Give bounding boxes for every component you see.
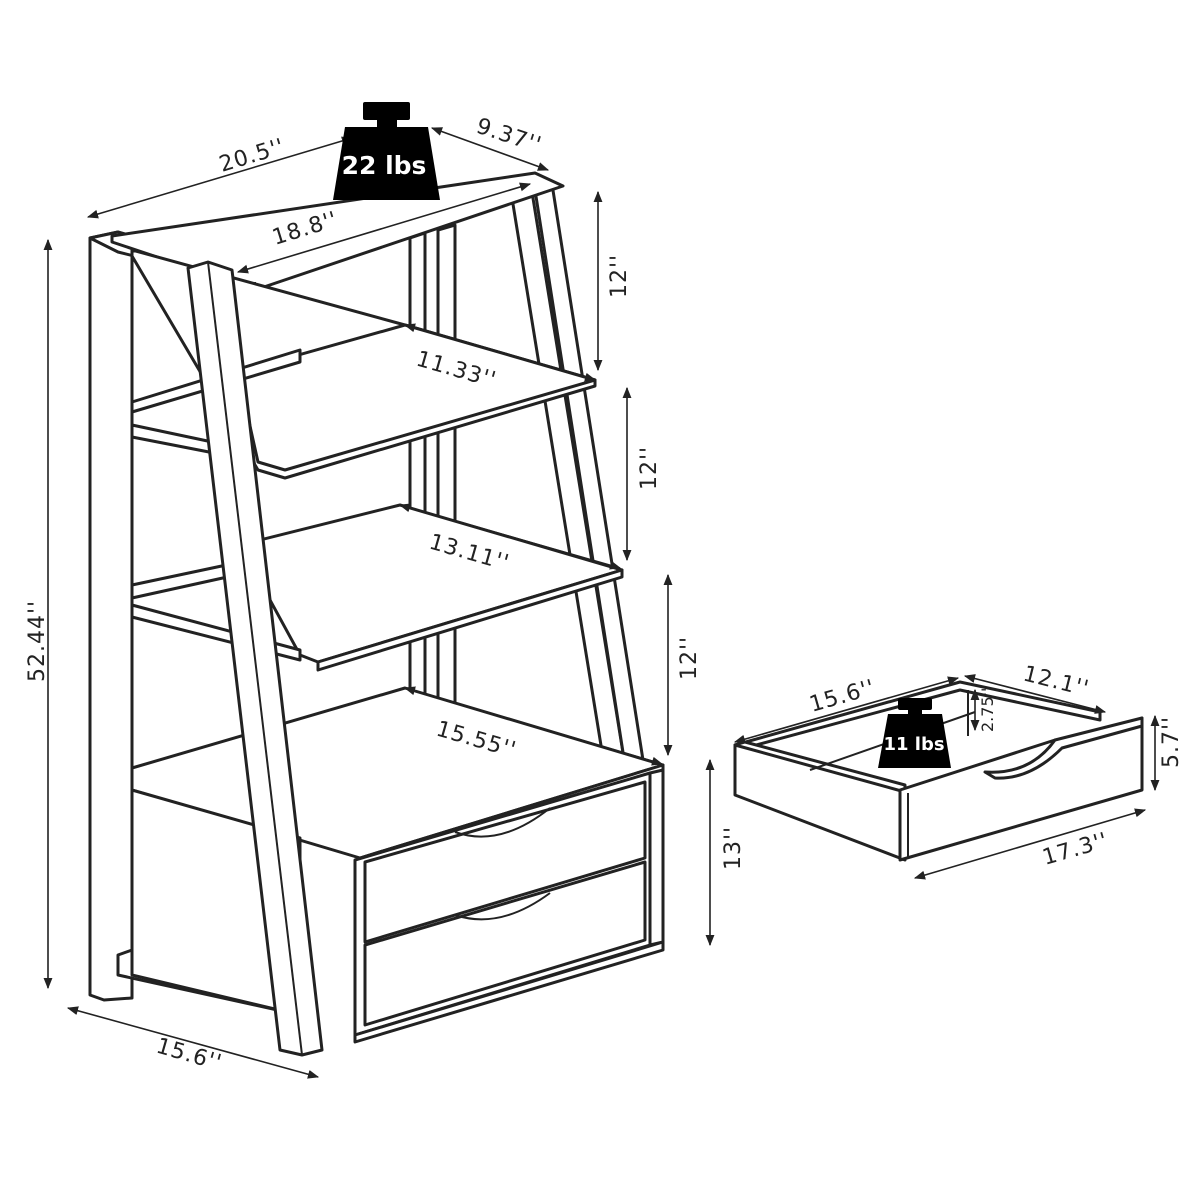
- label-cabinet-height: 13'': [721, 826, 746, 870]
- drawer-upper-handle: [454, 807, 551, 838]
- cabinet-base: [353, 940, 665, 1044]
- label-spacing-1: 12'': [607, 254, 632, 298]
- label-drawer-front-width: 17.3'': [1040, 828, 1111, 871]
- label-drawer-front-height: 5.7'': [1159, 716, 1184, 768]
- label-drawer-inner-height: 2.75'': [978, 688, 997, 732]
- drawer-lower: [363, 860, 647, 1027]
- drawer-upper: [363, 780, 647, 944]
- drawer-lower-handle: [454, 892, 551, 921]
- drawer-dimension-lines: [733, 674, 1160, 880]
- front-left-post: [88, 230, 134, 1002]
- weight-icon-drawer: 11 lbs: [878, 698, 951, 768]
- label-spacing-2: 12'': [637, 446, 662, 490]
- drawer-front-handle: [983, 716, 1144, 780]
- ladder-shelf: [88, 171, 665, 1057]
- label-top-depth: 9.37'': [473, 114, 545, 159]
- label-top-weight: 22 lbs: [342, 151, 427, 180]
- label-base-depth: 15.6'': [153, 1034, 224, 1077]
- label-drawer-weight: 11 lbs: [883, 734, 944, 755]
- label-spacing-3: 12'': [677, 636, 702, 680]
- cabinet-side: [648, 768, 665, 947]
- shelf-3-edge: [316, 568, 624, 672]
- label-total-height: 52.44'': [25, 600, 50, 682]
- dimension-lines: [43, 127, 715, 1079]
- label-top-width: 20.5'': [216, 134, 287, 178]
- weight-icon-top: 22 lbs: [333, 102, 440, 200]
- drawer-detail: [733, 680, 1144, 862]
